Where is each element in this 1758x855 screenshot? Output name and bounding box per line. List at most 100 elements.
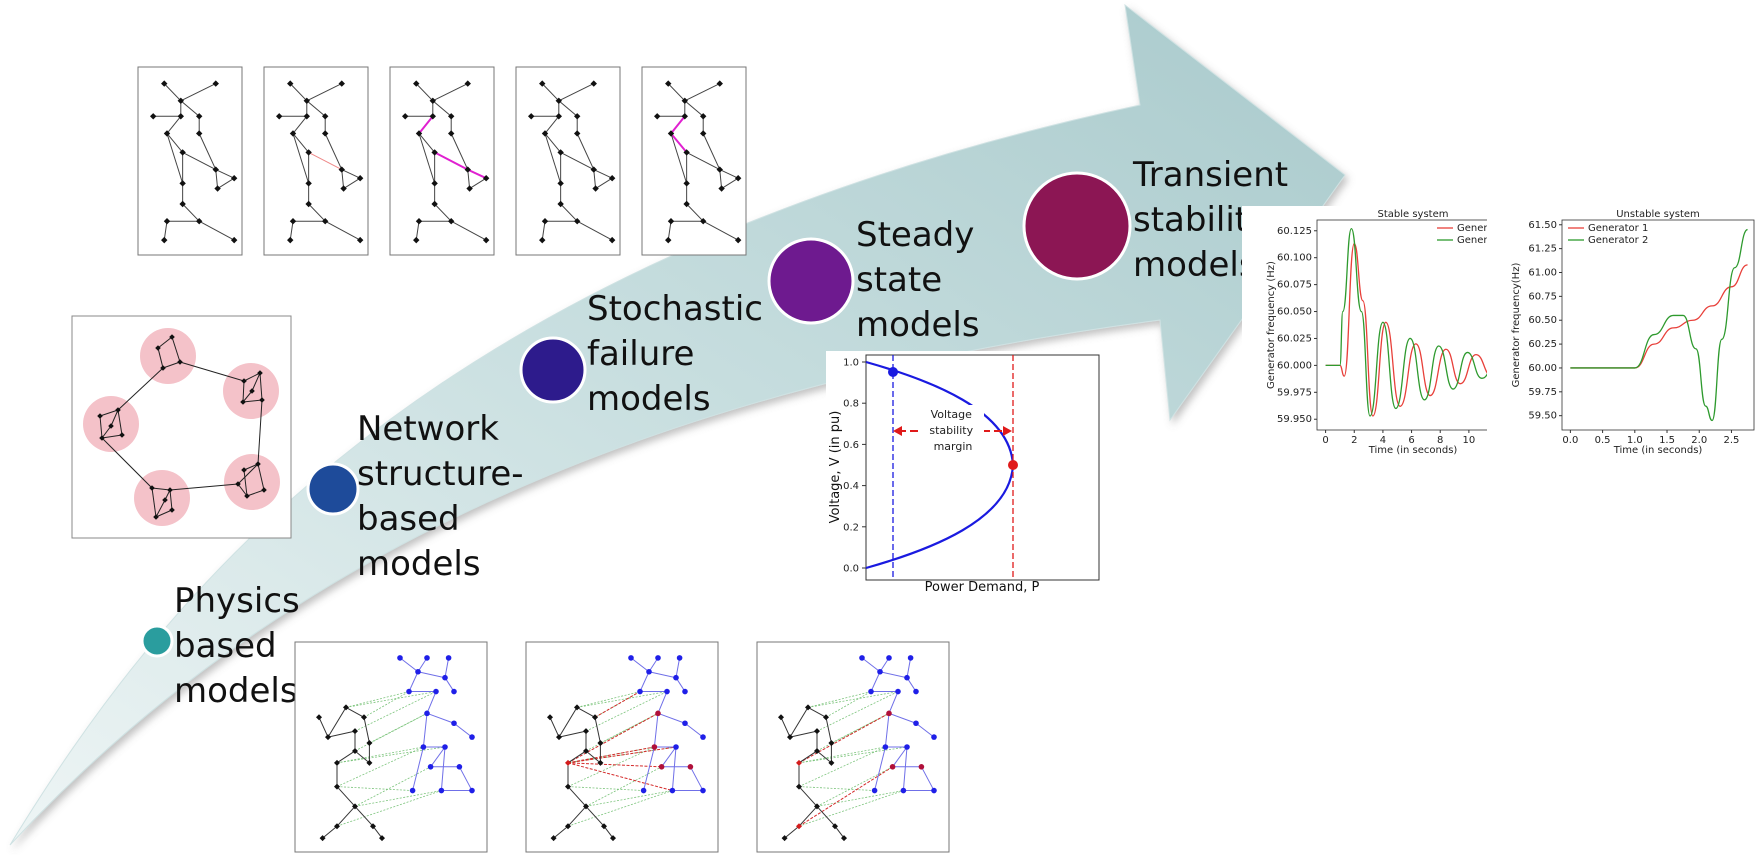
graph-edge bbox=[308, 203, 326, 222]
graph-node bbox=[177, 97, 184, 104]
graph-node bbox=[682, 688, 688, 695]
x-axis-label: Time (in seconds) bbox=[1368, 445, 1458, 456]
graph-edge bbox=[467, 169, 471, 189]
y-tick-label: 59.950 bbox=[1277, 414, 1312, 425]
graph-node bbox=[429, 97, 436, 104]
graph-edge bbox=[648, 671, 677, 679]
graph-node bbox=[716, 80, 723, 87]
x-tick-label: 2 bbox=[1351, 435, 1357, 446]
graph-edge bbox=[585, 750, 601, 764]
graph-edge bbox=[444, 657, 450, 678]
pv-ylabel: Voltage, V (in pu) bbox=[828, 411, 843, 524]
graph-node bbox=[654, 113, 661, 120]
graph-node bbox=[871, 787, 878, 794]
graph-edge bbox=[257, 399, 263, 465]
graph-node bbox=[555, 97, 562, 104]
frequency-charts: Stable system02468101259.95059.97560.000… bbox=[1242, 206, 1758, 456]
failed-dependency-edge bbox=[594, 691, 641, 718]
graph-node bbox=[828, 759, 835, 766]
graph-edge bbox=[412, 746, 424, 791]
graph-node bbox=[805, 704, 811, 711]
community-graph-panel bbox=[71, 315, 292, 539]
graph-edge bbox=[450, 220, 487, 241]
graph-edge bbox=[308, 151, 342, 171]
graph-node bbox=[366, 759, 373, 766]
graph-node bbox=[597, 759, 604, 766]
graph-node bbox=[108, 423, 114, 429]
graph-node bbox=[918, 764, 925, 770]
community-cluster bbox=[140, 328, 196, 384]
stage-physics-line-1: Physics bbox=[174, 581, 300, 621]
dependency-edge bbox=[336, 746, 424, 787]
graph-node bbox=[900, 787, 907, 794]
graph-node bbox=[361, 714, 367, 721]
graph-edge bbox=[558, 707, 578, 738]
x-axis-label: Time (in seconds) bbox=[1613, 445, 1703, 456]
graph-edge bbox=[719, 169, 723, 189]
graph-node bbox=[97, 413, 103, 419]
graph-node bbox=[655, 710, 661, 717]
graph-edge bbox=[318, 717, 329, 738]
graph-node bbox=[539, 80, 546, 87]
graph-edge bbox=[166, 133, 184, 153]
graph-node bbox=[665, 80, 672, 87]
graph-node bbox=[235, 481, 241, 487]
graph-edge bbox=[450, 133, 469, 170]
graph-node bbox=[469, 734, 475, 740]
graph-edge bbox=[603, 825, 614, 839]
interdependent-network-panel bbox=[756, 641, 950, 853]
graph-node bbox=[415, 668, 421, 675]
graph-node bbox=[397, 655, 403, 661]
graph-edge bbox=[242, 390, 253, 403]
graph-edge bbox=[289, 221, 294, 241]
graph-node bbox=[415, 130, 423, 137]
y-tick-label: 60.125 bbox=[1277, 226, 1312, 237]
graph-node bbox=[895, 688, 901, 695]
graph-node bbox=[841, 835, 847, 842]
graph-node bbox=[931, 787, 937, 794]
dependency-edge bbox=[363, 691, 410, 718]
graph-node bbox=[628, 655, 634, 661]
graph-edge bbox=[324, 133, 343, 170]
graph-node bbox=[319, 835, 326, 842]
graph-edge bbox=[418, 133, 436, 184]
graph-edge bbox=[549, 717, 560, 738]
graph-edge bbox=[434, 151, 469, 171]
interdependent-network-panel bbox=[294, 641, 488, 853]
graph-node bbox=[334, 783, 340, 790]
graph-node bbox=[667, 218, 675, 225]
graph-edge bbox=[657, 691, 668, 714]
graph-node bbox=[541, 130, 549, 137]
graph-edge bbox=[372, 825, 383, 839]
graph-edge bbox=[99, 415, 103, 439]
graph-edge bbox=[594, 717, 601, 744]
graph-node bbox=[778, 714, 784, 721]
graph-node bbox=[456, 764, 463, 770]
graph-node bbox=[541, 218, 549, 225]
graph-node bbox=[664, 688, 670, 695]
graph-edge bbox=[418, 133, 436, 153]
pv-annotation-line-3: margin bbox=[934, 440, 973, 453]
failed-dependency-edge bbox=[567, 762, 662, 768]
graph-node bbox=[402, 113, 409, 120]
graph-node bbox=[161, 80, 168, 87]
graph-edge bbox=[242, 399, 263, 403]
stage-steady-line-1: Steady bbox=[856, 215, 974, 255]
graph-edge bbox=[861, 657, 881, 673]
graph-edge bbox=[354, 806, 374, 827]
graph-node bbox=[547, 714, 553, 721]
graph-node bbox=[196, 113, 203, 120]
series-line bbox=[1325, 227, 1507, 417]
graph-node bbox=[249, 388, 255, 394]
graph-node bbox=[366, 740, 373, 747]
graph-node bbox=[574, 704, 580, 711]
graph-node bbox=[303, 97, 310, 104]
failed-dependency-edge bbox=[567, 762, 673, 792]
graph-edge bbox=[675, 657, 681, 678]
graph-node bbox=[667, 130, 675, 137]
stage-steady-dot bbox=[767, 237, 855, 325]
graph-edge bbox=[415, 221, 420, 241]
graph-node bbox=[565, 759, 571, 766]
dependency-edge bbox=[816, 712, 890, 752]
graph-node bbox=[431, 200, 438, 208]
